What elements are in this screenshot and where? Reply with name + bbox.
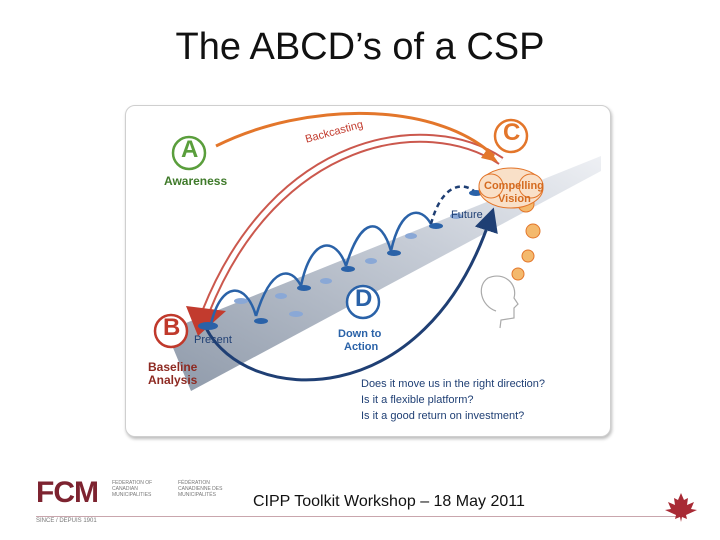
- letter-d: D: [355, 285, 373, 312]
- letter-b: B: [163, 314, 181, 341]
- fcm-logo: FCM: [36, 476, 99, 510]
- hop-arrows: [209, 211, 433, 325]
- footer-divider: [36, 516, 676, 517]
- letter-c-circle-icon: [493, 118, 529, 154]
- since-text: SINCE / DEPUIS 1901: [36, 518, 97, 524]
- compelling-label-line1: Compelling: [484, 180, 544, 192]
- fcm-logo-text: FCM: [36, 476, 99, 509]
- action-arc: [204, 207, 498, 382]
- down-to-action-line2: Action: [344, 341, 379, 353]
- letter-b-circle-icon: [153, 313, 189, 349]
- letter-a-circle-icon: [171, 135, 207, 171]
- abcd-diagram: A B C D Awareness Baseline Analysis Comp…: [125, 105, 611, 437]
- vision-cloud: [478, 167, 544, 209]
- letter-d-circle-icon: [345, 284, 381, 320]
- fcm-org-fr: FÉDÉRATION CANADIENNE DES MUNICIPALITÉS: [178, 480, 223, 498]
- awareness-label: Awareness: [164, 174, 228, 188]
- slide-title: The ABCD’s of a CSP: [175, 26, 545, 68]
- question-2: Is it a flexible platform?: [361, 394, 474, 406]
- compelling-label-line2: Vision: [498, 193, 531, 205]
- step-dots: [198, 190, 483, 330]
- down-to-action-line1: Down to: [338, 328, 382, 340]
- thinking-head-icon: [480, 275, 519, 329]
- future-label: Future: [451, 209, 483, 221]
- present-label: Present: [194, 334, 232, 346]
- question-1: Does it move us in the right direction?: [361, 378, 546, 390]
- letter-a: A: [181, 136, 199, 163]
- letter-c: C: [503, 119, 521, 146]
- fcm-org-en: FEDERATION OF CANADIAN MUNICIPALITIES: [112, 480, 153, 498]
- baseline-label-line2: Analysis: [148, 373, 198, 387]
- workshop-caption: CIPP Toolkit Workshop – 18 May 2011: [253, 493, 525, 510]
- awareness-to-vision-arrow: [215, 112, 496, 158]
- baseline-label-line1: Baseline: [148, 360, 198, 374]
- maple-leaf-icon: [665, 493, 697, 522]
- question-3: Is it a good return on investment?: [361, 410, 525, 422]
- diagram-graphic: [153, 112, 601, 391]
